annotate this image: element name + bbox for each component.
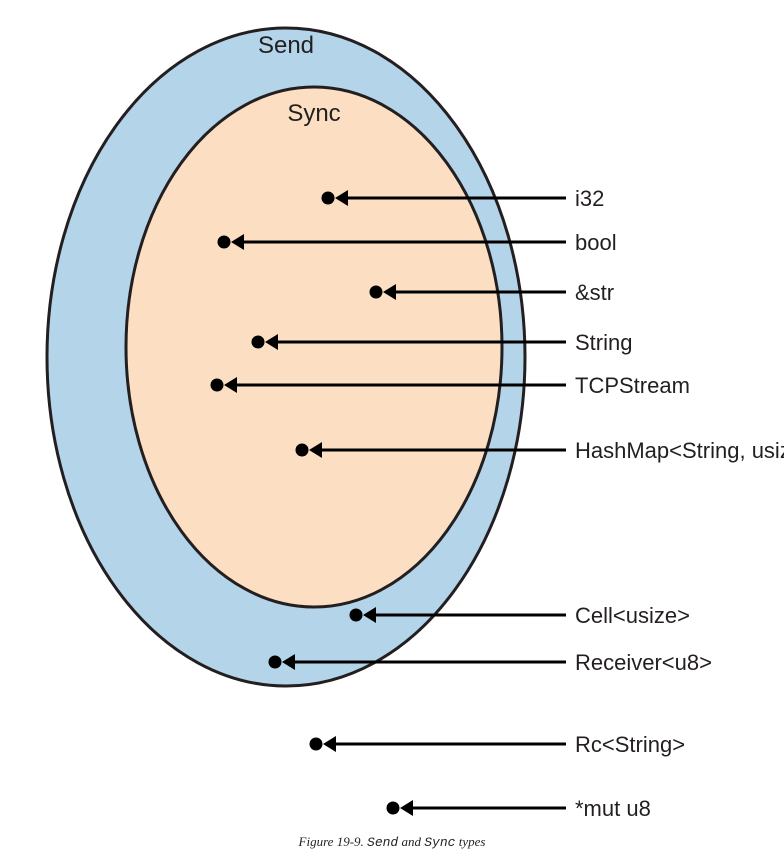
- caption-sync-code: Sync: [424, 835, 456, 850]
- type-marker-cell-usize: Cell<usize>: [349, 603, 690, 628]
- send-set-label: Send: [258, 32, 314, 59]
- arrowhead: [309, 442, 322, 458]
- type-dot: [369, 285, 383, 299]
- type-label-rc-string: Rc<String>: [575, 732, 685, 757]
- type-label-tcpstream: TCPStream: [575, 373, 690, 398]
- type-dot: [386, 801, 400, 815]
- arrowhead: [323, 736, 336, 752]
- type-marker-bool: bool: [217, 230, 617, 255]
- type-label-string: String: [575, 330, 632, 355]
- arrowhead: [335, 190, 348, 206]
- type-marker-string: String: [251, 330, 632, 355]
- figure-caption: Figure 19-9. Send and Sync types: [0, 834, 784, 850]
- type-label-cell-usize: Cell<usize>: [575, 603, 690, 628]
- type-marker-receiver-u8: Receiver<u8>: [268, 650, 712, 675]
- type-marker-tcpstream: TCPStream: [210, 373, 690, 398]
- arrowhead: [383, 284, 396, 300]
- caption-suffix: types: [455, 834, 486, 849]
- type-dot: [349, 608, 363, 622]
- type-dot: [210, 378, 224, 392]
- caption-and: and: [398, 834, 425, 849]
- type-arrows: i32 bool&strStringTCPStreamHashMap<String…: [210, 186, 784, 821]
- type-dot: [309, 737, 323, 751]
- type-label-str: &str: [575, 280, 614, 305]
- type-marker-mut-u8: *mut u8: [386, 796, 651, 821]
- arrowhead: [363, 607, 376, 623]
- type-marker-str: &str: [369, 280, 614, 305]
- type-marker-rc-string: Rc<String>: [309, 732, 685, 757]
- type-marker-i32: i32: [321, 186, 604, 211]
- type-dot: [321, 191, 335, 205]
- arrowhead: [231, 234, 244, 250]
- type-label-bool: bool: [575, 230, 617, 255]
- sync-set-ellipse: [124, 85, 504, 609]
- arrowhead: [400, 800, 413, 816]
- arrowhead: [265, 334, 278, 350]
- type-dot: [295, 443, 309, 457]
- type-dot: [217, 235, 231, 249]
- type-label-mut-u8: *mut u8: [575, 796, 651, 821]
- type-marker-hashmap-string-usize: HashMap<String, usize>: [295, 438, 784, 463]
- sync-set-label: Sync: [287, 100, 340, 127]
- caption-send-code: Send: [367, 835, 399, 850]
- arrowhead: [282, 654, 295, 670]
- type-label-hashmap-string-usize: HashMap<String, usize>: [575, 438, 784, 463]
- type-dot: [268, 655, 282, 669]
- caption-prefix: Figure 19-9.: [298, 834, 368, 849]
- type-dot: [251, 335, 265, 349]
- arrowhead: [224, 377, 237, 393]
- type-label-receiver-u8: Receiver<u8>: [575, 650, 712, 675]
- type-label-i32: i32: [575, 186, 604, 211]
